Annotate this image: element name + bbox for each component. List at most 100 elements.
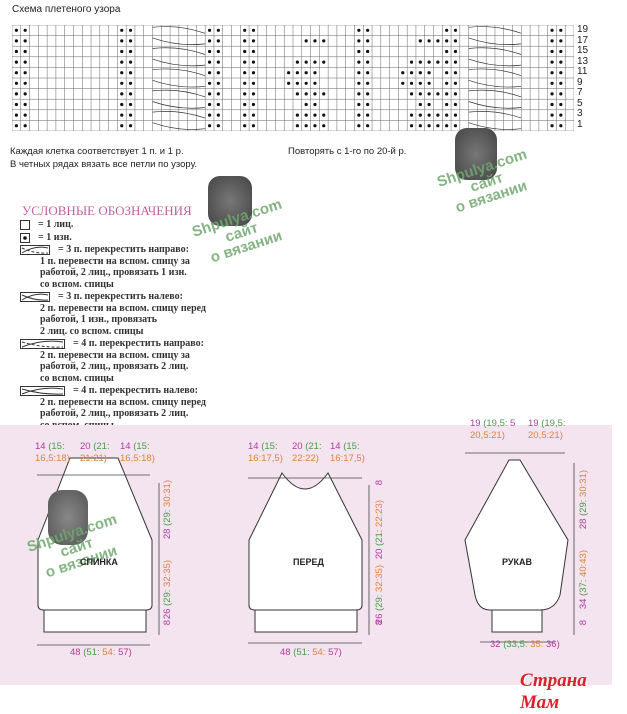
dimension-value: (21: <box>93 441 110 452</box>
schematic-outlines <box>37 452 575 646</box>
legend-text: = 4 п. перекрестить налево: <box>73 385 198 396</box>
dimension-value: 16,5:18) <box>120 453 155 464</box>
dimension-value: 54: <box>312 647 326 658</box>
sleeve-top-width: 19 (19,5:20,5:21) <box>470 418 508 442</box>
legend-text: = 1 лиц. <box>38 219 74 230</box>
row-number: 5 <box>577 97 583 109</box>
dimension-value: (29: <box>374 594 385 611</box>
front-height: 8 <box>374 620 385 625</box>
sleeve-height: 34 (37: 40:43) <box>578 550 589 609</box>
legend: = 1 лиц. = 1 изн. = 3 п. перекрестить на… <box>20 219 206 432</box>
back-top-width: 20 (21:21:21) <box>80 441 110 465</box>
dimension-value: 20 <box>292 441 303 452</box>
knit-square-icon <box>20 220 30 230</box>
cross-left-3-icon <box>20 292 50 302</box>
yarn-spool-icon <box>208 176 252 226</box>
dimension-value: 14 <box>330 441 341 452</box>
legend-text: = 3 п. перекрестить налево: <box>58 291 183 302</box>
dimension-value: 21:21) <box>80 453 107 464</box>
dimension-value: (21: <box>305 441 322 452</box>
dimension-value: (37: <box>578 579 589 596</box>
row-number: 9 <box>577 76 583 88</box>
dimension-value: 5 <box>510 418 516 429</box>
dimension-value: (29: <box>162 509 173 526</box>
dimension-value: 16:17,5) <box>330 453 365 464</box>
dimension-value: 40:43) <box>578 550 589 577</box>
yarn-spool-icon <box>48 490 88 545</box>
front-top-width: 14 (15:16:17,5) <box>330 441 365 465</box>
sleeve-height: 28 (29: 30:31) <box>578 470 589 529</box>
legend-text: 2 п. перевести на вспом. спицу за <box>40 349 190 361</box>
dimension-value: 57) <box>118 647 132 658</box>
cross-right-3-icon <box>20 245 50 255</box>
dimension-value: 19 <box>470 418 481 429</box>
dimension-value: 54: <box>102 647 116 658</box>
chart-note-1: Каждая клетка соответствует 1 п. и 1 р. <box>10 146 184 157</box>
dimension-value: (15: <box>261 441 278 452</box>
dimension-value: 8 <box>578 620 589 626</box>
row-number: 17 <box>577 34 589 46</box>
dimension-value: 30:31) <box>162 480 173 507</box>
dimension-value: 14 <box>248 441 259 452</box>
dimension-value: 48 <box>280 647 291 658</box>
back-label: СПИНКА <box>80 557 118 567</box>
dimension-value: 16:17,5) <box>248 453 283 464</box>
front-top-width: 20 (21:22:22) <box>292 441 322 465</box>
yarn-spool-icon <box>455 128 497 180</box>
legend-text: со вспом. спицы <box>40 372 114 384</box>
dimension-value: 20,5:21) <box>470 430 505 441</box>
row-number: 15 <box>577 45 589 56</box>
back-height: 26 (29: 32:35) <box>162 560 173 619</box>
sleeve-label: РУКАВ <box>502 557 532 567</box>
dimension-value: 48 <box>70 647 81 658</box>
row-number: 7 <box>577 87 583 98</box>
dimension-value: (29: <box>578 499 589 516</box>
purl-dot-icon <box>20 232 30 243</box>
dimension-value: 14 <box>35 441 46 452</box>
dimension-value: 35: <box>530 639 544 650</box>
chart-note-2: В четных рядах вязать все петли по узору… <box>10 159 198 170</box>
legend-text: 1 п. перевести на вспом. спицу за <box>40 255 190 267</box>
cable-chart <box>12 25 574 131</box>
front-top-width: 14 (15:16:17,5) <box>248 441 283 465</box>
row-number: 13 <box>577 55 589 67</box>
legend-item: = 1 лиц. <box>20 219 206 231</box>
legend-text: работой, 2 лиц., провязать 2 лиц. <box>40 408 189 419</box>
dimension-value: 28 <box>578 518 589 530</box>
dimension-value: 19 <box>528 418 539 429</box>
dimension-value: 14 <box>120 441 131 452</box>
dimension-value: 26 <box>162 608 173 620</box>
dimension-value: 32:35) <box>162 560 173 587</box>
legend-heading: УСЛОВНЫЕ ОБОЗНАЧЕНИЯ <box>22 203 192 218</box>
row-number: 11 <box>577 66 588 77</box>
legend-item: = 1 изн. <box>20 232 206 244</box>
legend-text: 2 лиц. со вспом. спицы <box>40 325 144 337</box>
sleeve-top-width: 5 <box>510 418 515 430</box>
dimension-value: 22:22) <box>292 453 319 464</box>
legend-text: = 4 п. перекрестить направо: <box>73 338 204 349</box>
repeat-note: Повторять с 1-го по 20-й р. <box>288 146 407 157</box>
front-height: 26 (29: 32:35) <box>374 565 385 624</box>
dimension-value: 30:31) <box>578 470 589 497</box>
legend-item: = 4 п. перекрестить направо:2 п. перевес… <box>20 338 206 384</box>
dimension-value: 20 <box>374 548 385 560</box>
legend-text: 2 п. перевести на вспом. спицу перед <box>40 302 206 314</box>
row-number: 19 <box>577 24 589 35</box>
back-height: 8 <box>162 620 173 625</box>
legend-item: = 3 п. перекрестить направо:1 п. перевес… <box>20 244 206 290</box>
row-number: 1 <box>577 118 583 130</box>
dimension-value: (19,5: <box>541 418 566 429</box>
legend-text: со вспом. спицы <box>40 278 114 290</box>
dimension-value: (15: <box>48 441 65 452</box>
dimension-value: (29: <box>162 589 173 606</box>
sleeve-height: 8 <box>578 620 589 625</box>
dimension-value: 8 <box>162 620 173 626</box>
legend-text: работой, 2 лиц., провязать 1 изн. <box>40 267 187 278</box>
front-bottom-width: 48 (51: 54: 57) <box>280 647 342 659</box>
dimension-value: (15: <box>343 441 360 452</box>
dimension-value: 57) <box>328 647 342 658</box>
dimension-value: 20 <box>80 441 91 452</box>
dimension-value: 28 <box>162 528 173 540</box>
